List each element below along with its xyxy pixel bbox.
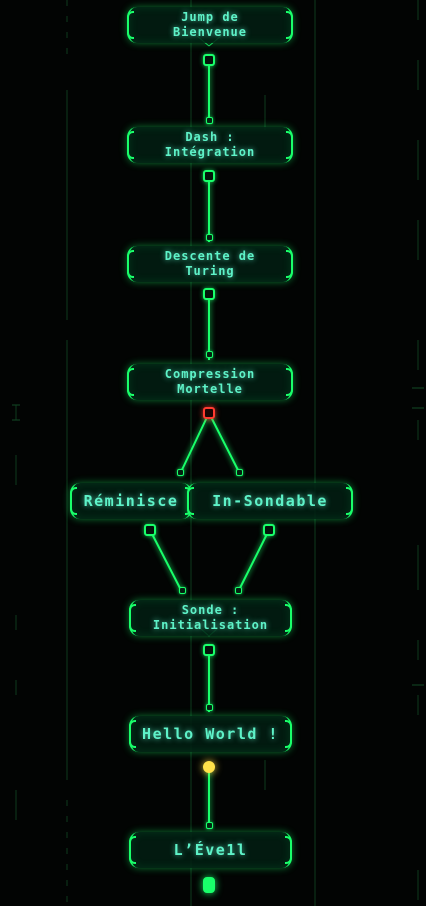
level-node-eveil[interactable]: L’Éve1l [129, 832, 292, 868]
node-pin-icon[interactable] [203, 170, 215, 182]
connector-port-icon [206, 704, 213, 711]
connector-port-icon [179, 587, 186, 594]
connector-port-icon [235, 587, 242, 594]
level-label: Descente de Turing [164, 249, 256, 278]
level-label: Compression Mortelle [164, 367, 256, 396]
level-node-in-sondable[interactable]: In-Sondable [187, 483, 353, 519]
connector-port-icon [206, 234, 213, 241]
connector-port-icon [177, 469, 184, 476]
node-pin-icon[interactable] [203, 644, 215, 656]
level-node-hello[interactable]: Hello World ! [129, 716, 292, 752]
connector-port-icon [206, 351, 213, 358]
level-label: Jump de Bienvenue [172, 10, 248, 39]
level-label: Hello World ! [142, 724, 279, 743]
current-node-icon[interactable] [203, 761, 215, 773]
level-node-jump[interactable]: Jump de Bienvenue [127, 7, 293, 43]
level-node-descente[interactable]: Descente de Turing [127, 246, 293, 282]
node-pin-icon[interactable] [144, 524, 156, 536]
locked-node-icon[interactable] [203, 407, 215, 419]
level-node-sonde[interactable]: Sonde : Initialisation [129, 600, 292, 636]
start-node-icon[interactable] [203, 877, 215, 893]
level-label: Sonde : Initialisation [152, 603, 269, 632]
connector-port-icon [206, 117, 213, 124]
node-pin-icon[interactable] [203, 288, 215, 300]
connector-port-icon [206, 822, 213, 829]
level-label: L’Éve1l [173, 840, 248, 859]
level-label: In-Sondable [212, 491, 328, 510]
level-node-compression[interactable]: Compression Mortelle [127, 364, 293, 400]
level-node-dash[interactable]: Dash : Intégration [127, 127, 293, 163]
level-node-reminisce[interactable]: Réminisce [70, 483, 192, 519]
level-label: Réminisce [83, 491, 179, 510]
node-pin-icon[interactable] [263, 524, 275, 536]
connector-port-icon [236, 469, 243, 476]
level-label: Dash : Intégration [164, 130, 256, 159]
node-pin-icon[interactable] [203, 54, 215, 66]
